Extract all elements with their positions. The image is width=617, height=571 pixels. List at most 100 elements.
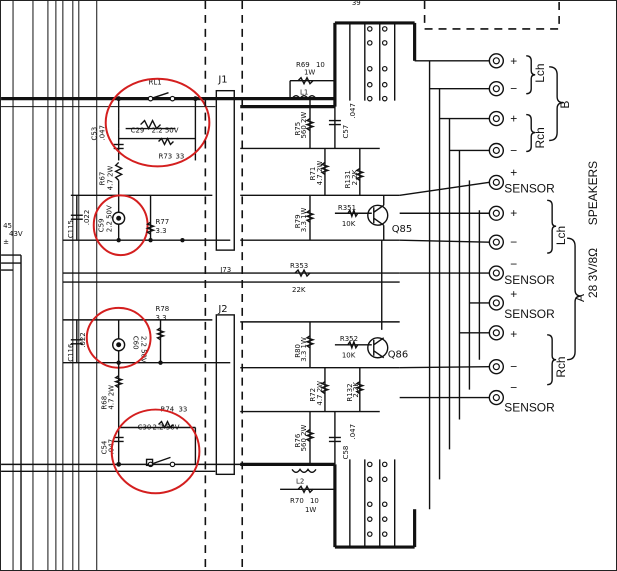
resistor-r76: R76 560 2W (294, 411, 316, 465)
label-r72-value: 4.7 2W (316, 381, 324, 406)
label-r77: R77 (156, 218, 170, 226)
label-r67: R67 (99, 172, 107, 186)
label-r78-value: 3.3 (156, 314, 167, 322)
label-r72: R72 (309, 388, 317, 402)
label-r79-value: 3.3 1W (300, 207, 308, 232)
label-r131: R131 (344, 170, 352, 188)
label-r132-value: 2.2K (352, 382, 360, 398)
resistor-r131: R131 2.2K (344, 148, 366, 196)
label-c54: C54 (101, 440, 109, 454)
capacitor-c115: C115 .022 (67, 195, 91, 241)
label-r69-power: 1W (304, 69, 315, 77)
resistor-r75: R75 560 2W (294, 98, 316, 149)
label-c60-value: 2.2 50V (140, 336, 148, 363)
label-r351: R351 (338, 204, 356, 212)
label-minus-3: − (510, 235, 517, 249)
relay-rl1-upper: RL1 C29 2.2 50V R73 33 C53 .047 R67 4.7 … (91, 79, 198, 196)
label-plus-4: + (510, 206, 517, 220)
label-c60: C60 (132, 336, 140, 350)
label-c29: C29 (131, 127, 145, 135)
label-r68-value: 4.7 2W (108, 385, 116, 410)
resistor-r132: R132 2.2K (346, 367, 366, 412)
label-q85: Q85 (392, 224, 413, 235)
label-r71: R71 (309, 167, 317, 181)
label-c53: C53 (91, 127, 99, 141)
label-c59: C59 (98, 218, 106, 232)
label-lch-b: Lch (533, 63, 547, 82)
label-plus-2: + (510, 112, 517, 126)
label-rch-a: Rch (554, 356, 568, 377)
terminal-labels: + − + − + SENSOR + − − SENSOR + SENSOR +… (504, 54, 555, 415)
left-bus-lines (1, 1, 98, 570)
label-minus-5: − (510, 360, 517, 374)
label-r132: R132 (346, 383, 354, 401)
label-r70-value: 10 (310, 497, 319, 505)
label-r131-value: 2.2K (351, 169, 359, 185)
label-r76-value: 560 2W (300, 424, 308, 451)
label-r78: R78 (156, 305, 170, 313)
label-r70: R70 (290, 497, 304, 505)
label-r352-value: 10K (342, 352, 356, 360)
resistor-r71: R71 4.7 2W (309, 148, 331, 196)
label-j2: J2 (217, 304, 227, 315)
label-r80: R80 (294, 344, 302, 358)
label-r75: R75 (294, 122, 302, 136)
capacitor-c116: C116 .022 (67, 319, 87, 363)
capacitor-c58: C58 .047 (328, 411, 357, 465)
label-speakers: SPEAKERS (586, 161, 600, 225)
label-r67-value: 4.7 2W (107, 166, 115, 191)
label-l1: L1 (300, 89, 308, 97)
resistor-r352: R352 10K (334, 335, 372, 360)
label-plus-3: + (510, 165, 517, 179)
label-r69: R69 (296, 61, 310, 69)
label-r80-value: 3.3 1W (300, 337, 308, 362)
label-j1: J1 (217, 75, 227, 86)
label-c115: C115 (67, 220, 75, 238)
label-r73: R73 (159, 152, 173, 160)
label-minus-2: − (510, 143, 517, 157)
label-top-39: 39 (352, 0, 361, 7)
label-c57: C57 (342, 125, 350, 139)
capacitor-c59: C59 2.2 50V (98, 195, 126, 241)
label-c58-value: .047 (349, 424, 357, 440)
resistor-r80: R80 3.3 1W (294, 321, 316, 368)
label-minus-4: − (510, 257, 517, 271)
label-c116-value: .022 (79, 332, 87, 348)
label-minus-1: − (510, 82, 517, 96)
label-sensor-1: SENSOR (504, 181, 555, 195)
resistor-r68: R68 4.7 2W (101, 362, 124, 428)
label-r76: R76 (294, 434, 302, 448)
label-c58: C58 (342, 446, 350, 460)
label-r353: R353 (290, 262, 308, 270)
label-c30-value: 2.2 50V (153, 423, 180, 431)
label-sensor-3: SENSOR (504, 307, 555, 321)
label-lch-a: Lch (554, 226, 568, 245)
label-rl1: RL1 (149, 79, 162, 87)
relay-contact-matrix-lower (349, 459, 396, 548)
label-r71-value: 4.7 2W (316, 161, 324, 186)
label-r70-power: 1W (305, 506, 316, 514)
label-sensor-2: SENSOR (504, 273, 555, 287)
label-r75-value: 560 2W (300, 112, 308, 139)
resistor-r78: R78 3.3 (116, 305, 169, 365)
red-highlight-circle-rl1 (104, 77, 211, 168)
label-a: A (573, 294, 587, 302)
label-plus-1: + (510, 54, 517, 68)
label-side-43v: 43V (9, 230, 23, 238)
label-r74-value: 33 (178, 406, 187, 414)
terminal-feed-wires (428, 60, 481, 510)
channel-braces: Lch Rch B Lch Rch A SPEAKERS 28 3V/8Ω (526, 55, 600, 386)
label-l2: L2 (296, 477, 304, 485)
label-r353-value: 22K (292, 286, 306, 294)
label-r68: R68 (101, 396, 109, 410)
label-r351-value: 10K (342, 220, 356, 228)
capacitor-c60: C60 2.2 50V (111, 319, 148, 363)
label-r352: R352 (340, 335, 358, 343)
label-c30: C30 (138, 423, 152, 431)
label-c59-value: 2.2 50V (106, 205, 114, 232)
speaker-terminal-column (399, 53, 505, 406)
transistor-q86: Q86 (367, 337, 408, 361)
label-c116: C116 (67, 344, 75, 362)
label-r74: R74 (161, 406, 175, 414)
